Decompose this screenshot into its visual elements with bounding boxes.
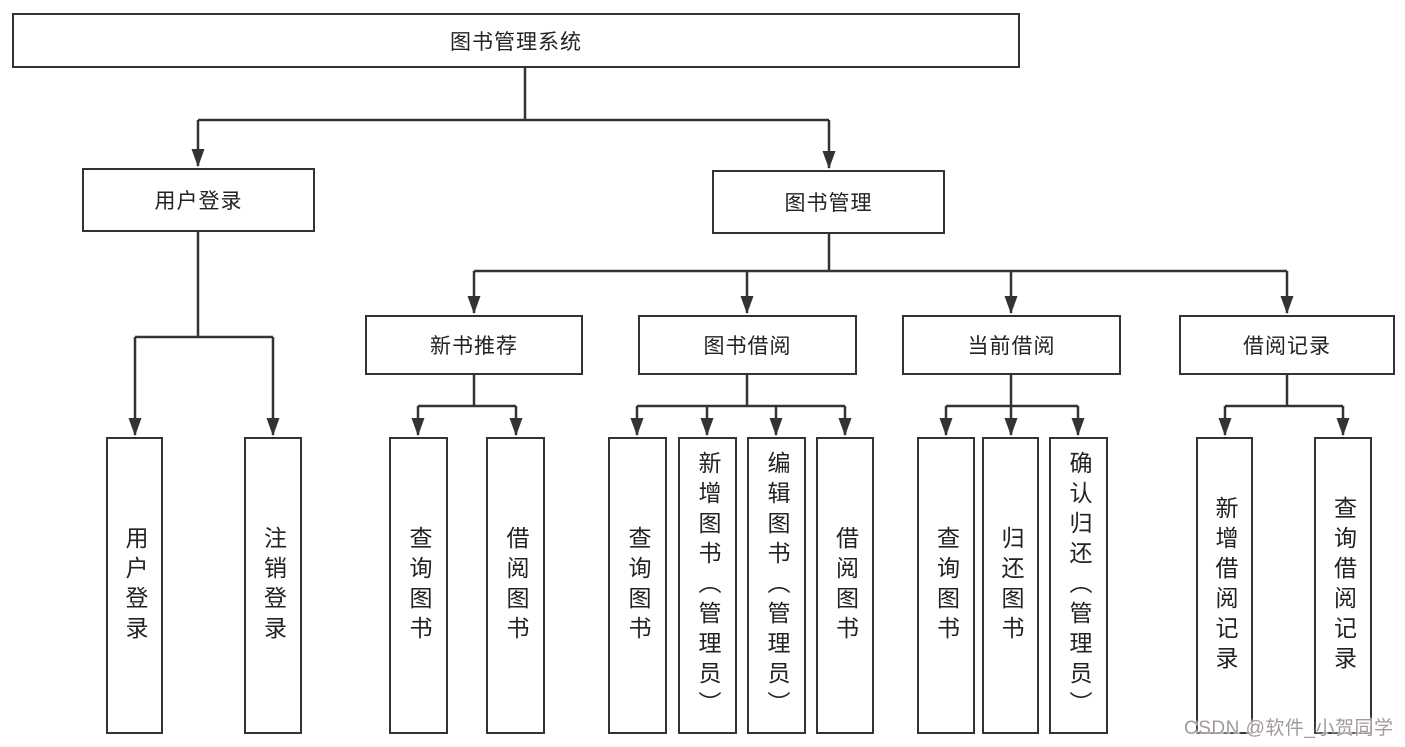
leaf-label: 查询图书	[625, 525, 651, 646]
leaf-current-confirm-return-admin: 确认归还（管理员）	[1049, 437, 1108, 734]
connector-book-management-to-level3	[467, 234, 1294, 314]
node-book-management: 图书管理	[712, 170, 945, 234]
node-current-borrow: 当前借阅	[902, 315, 1121, 375]
leaf-label: 用户登录	[122, 525, 148, 646]
leaf-label: 查询图书	[406, 525, 432, 646]
leaf-label: 借阅图书	[832, 525, 859, 646]
node-library-management-system: 图书管理系统	[12, 13, 1020, 68]
leaf-logout-login: 注销登录	[244, 437, 302, 734]
leaf-label: 归还图书	[998, 525, 1024, 646]
leaf-recommend-query-books: 查询图书	[389, 437, 448, 734]
leaf-label: 编辑图书（管理员）	[764, 450, 790, 721]
node-label: 图书借阅	[703, 335, 792, 358]
leaf-label: 确认归还（管理员）	[1066, 450, 1092, 721]
connector-borrow-records-children	[1218, 375, 1350, 436]
leaf-label: 新增图书（管理员）	[695, 450, 721, 721]
node-label: 借阅记录	[1243, 335, 1331, 358]
node-borrow-records: 借阅记录	[1179, 315, 1395, 375]
leaf-current-return-books: 归还图书	[982, 437, 1039, 734]
leaf-records-query-borrow-record: 查询借阅记录	[1314, 437, 1372, 734]
connector-user-login-children	[128, 232, 280, 436]
leaf-borrow-add-books-admin: 新增图书（管理员）	[678, 437, 737, 734]
node-label: 用户登录	[154, 190, 243, 213]
leaf-borrow-query-books: 查询图书	[608, 437, 667, 734]
node-label: 新书推荐	[430, 335, 518, 358]
leaf-label: 新增借阅记录	[1212, 495, 1238, 676]
connector-root-to-level2	[191, 68, 836, 169]
leaf-borrow-edit-books-admin: 编辑图书（管理员）	[747, 437, 806, 734]
node-label: 当前借阅	[967, 335, 1056, 358]
leaf-current-query-books: 查询图书	[917, 437, 975, 734]
csdn-watermark: CSDN @软件_小贺同学	[1184, 718, 1394, 739]
node-book-borrow: 图书借阅	[638, 315, 857, 375]
node-new-book-recommend: 新书推荐	[365, 315, 583, 375]
leaf-recommend-borrow-books: 借阅图书	[486, 437, 545, 734]
leaf-user-login: 用户登录	[106, 437, 163, 734]
node-user-login: 用户登录	[82, 168, 315, 232]
connector-new-book-recommend-children	[411, 375, 523, 436]
node-label: 图书管理	[784, 192, 873, 215]
leaf-records-add-borrow-record: 新增借阅记录	[1196, 437, 1253, 734]
leaf-label: 查询借阅记录	[1330, 495, 1357, 676]
node-label: 图书管理系统	[450, 30, 582, 54]
connector-book-borrow-children	[630, 375, 852, 436]
connector-current-borrow-children	[939, 375, 1085, 436]
leaf-label: 注销登录	[260, 525, 287, 646]
leaf-label: 借阅图书	[503, 525, 529, 646]
leaf-borrow-borrow-books: 借阅图书	[816, 437, 874, 734]
leaf-label: 查询图书	[933, 525, 960, 646]
